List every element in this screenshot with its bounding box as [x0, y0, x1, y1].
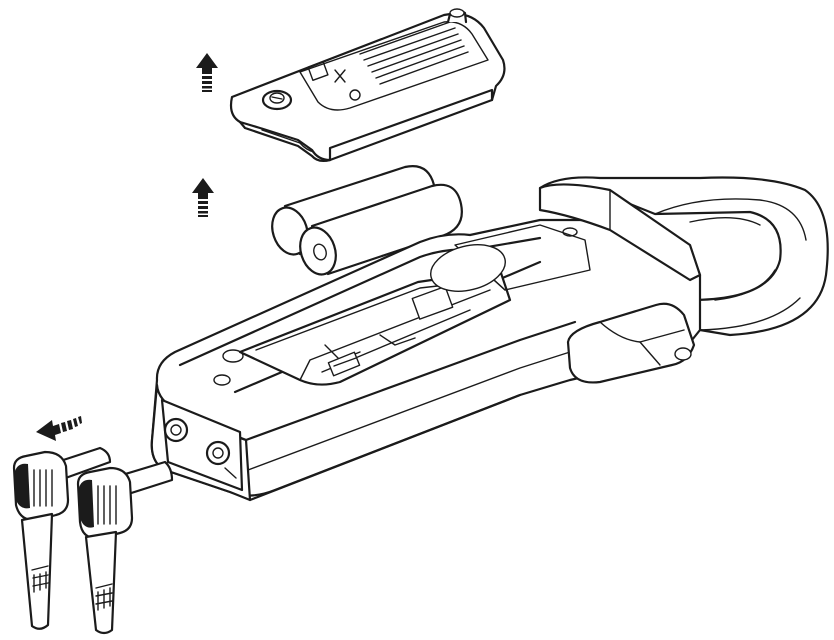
screw-boss-left-icon: [222, 349, 244, 363]
battery-compartment: [238, 268, 512, 386]
cover-screw: [261, 89, 293, 111]
arrow-up-batteries-icon: [192, 178, 214, 217]
arrow-up-cover-icon: [196, 53, 218, 92]
input-jacks: [160, 398, 244, 492]
test-lead-right: [76, 460, 174, 635]
cover-mark-icon: [349, 89, 361, 101]
batteries: [271, 165, 463, 276]
test-lead-plugs: [12, 446, 174, 635]
battery-cover: [229, 8, 506, 162]
trigger-lever: [566, 302, 696, 384]
clamp-meter-body: [150, 176, 829, 502]
recycle-symbol-icon: [307, 60, 346, 83]
screw-hole-icon: [213, 374, 231, 386]
cover-label-hatching: [359, 21, 469, 85]
cover-top-boss: [446, 8, 468, 24]
test-lead-left: [12, 446, 112, 630]
current-clamp-jaw: [538, 176, 829, 337]
arrow-left-leads-icon: [36, 416, 82, 441]
